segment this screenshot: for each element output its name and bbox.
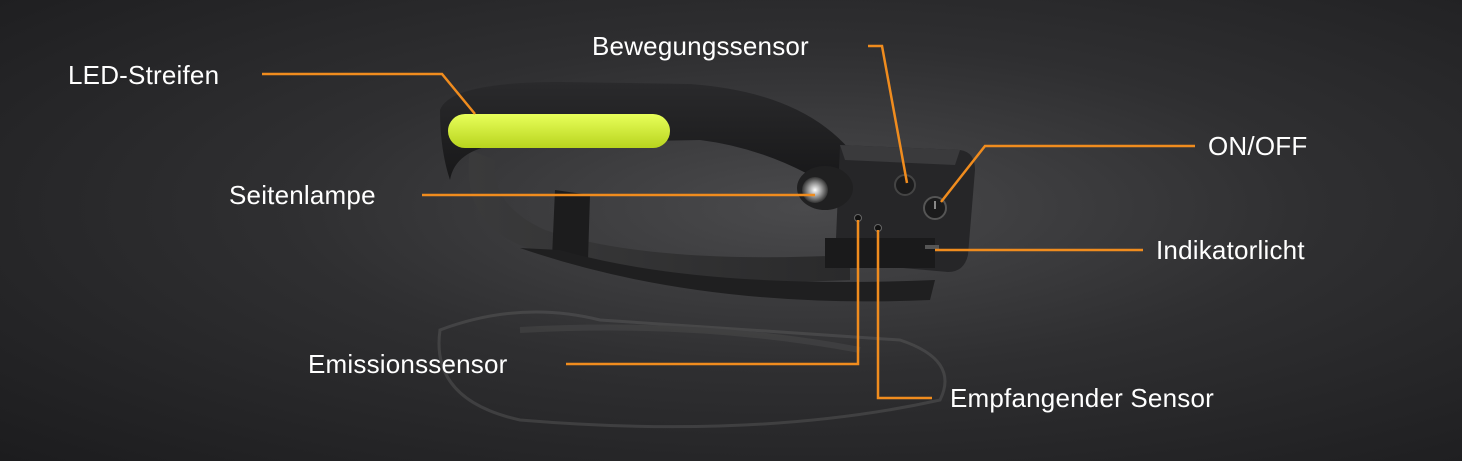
side-lamp [797,166,853,210]
leader-motion-sensor [868,44,909,184]
leader-receiving-sensor [876,230,932,400]
label-motion-sensor: Bewegungssensor [592,31,809,61]
led-strip [448,114,670,148]
label-receiving-sensor: Empfangender Sensor [950,383,1214,413]
floor-reflection [437,310,947,429]
head-strap [468,150,935,302]
leader-emission-sensor [566,220,860,366]
leader-on-off [940,144,1195,203]
label-indicator-light: Indikatorlicht [1156,235,1305,265]
label-led-strip: LED-Streifen [68,60,220,90]
button-icons [894,174,947,220]
leader-lines [262,44,1195,400]
label-emission-sensor: Emissionssensor [308,349,508,379]
control-housing [825,145,975,272]
leader-led-strip [262,72,476,115]
label-side-lamp: Seitenlampe [229,180,376,210]
label-on-off: ON/OFF [1208,131,1308,161]
